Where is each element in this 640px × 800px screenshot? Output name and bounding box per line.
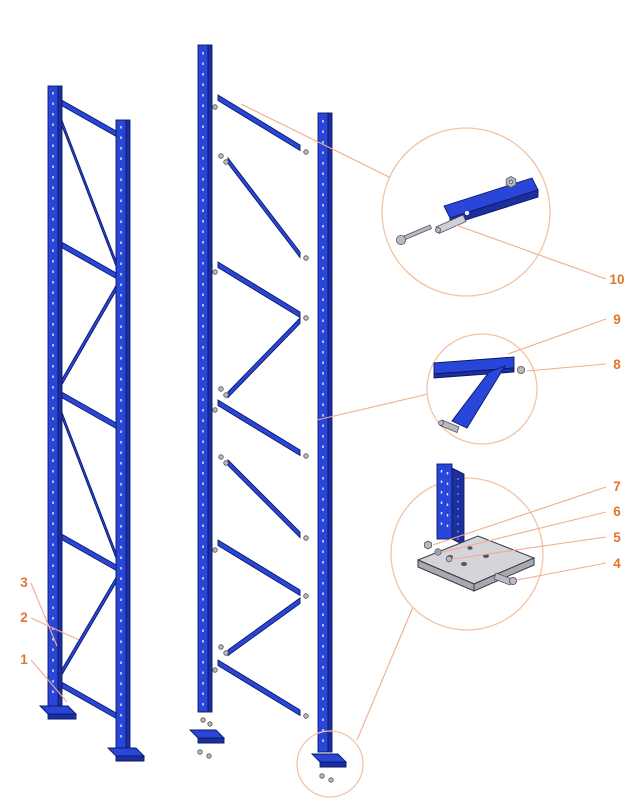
base-plate-edge (319, 761, 347, 768)
foot-bolt (207, 721, 213, 727)
base-plate-top (416, 535, 536, 585)
callout-leader-line (240, 103, 390, 178)
label-leader-10 (455, 224, 607, 280)
part-label-5: 5 (613, 530, 621, 545)
corner-pin-end (438, 420, 444, 426)
part-label-3: 3 (20, 575, 28, 590)
base-plate (188, 729, 226, 739)
part-label-7: 7 (613, 479, 621, 494)
label-leader-2 (30, 617, 80, 641)
detail-callout-baseplate (356, 463, 544, 741)
callout-leader-line (356, 606, 414, 741)
horizontal-brace (217, 659, 301, 717)
exploded-frame (188, 44, 364, 798)
label-leader-6 (442, 511, 607, 553)
plate-hole (461, 562, 467, 566)
exploded-bracing (217, 94, 301, 717)
base-plate (38, 705, 78, 715)
washer-icon (445, 555, 453, 563)
plate-hole (467, 546, 473, 550)
assembled-bracing (57, 97, 119, 721)
part-label-6: 6 (613, 504, 621, 519)
assembled-left-post (38, 85, 78, 720)
anchor-nut (197, 749, 203, 755)
brace-bolt-hole (464, 210, 470, 216)
diagonal-brace (57, 280, 119, 394)
foot-bolt (200, 717, 206, 723)
callout-leader-line (316, 393, 429, 421)
base-plate-edge-right (473, 557, 535, 592)
washer-hole (436, 550, 440, 554)
exploded-right-post (310, 112, 348, 783)
horizontal-brace (217, 94, 301, 152)
base-plate-edge (115, 755, 145, 762)
diagonal-brace (227, 458, 301, 539)
detail-circle (426, 333, 538, 445)
anchor-bolt-head (508, 577, 517, 586)
anchor-nut (206, 753, 212, 759)
bolt-head-icon (395, 234, 406, 245)
diagonal-brace (227, 156, 301, 259)
part-label-2: 2 (20, 610, 28, 625)
horizontal-brace (217, 261, 301, 319)
bolt-shaft-icon (403, 224, 433, 241)
detail-callout-corner (316, 333, 538, 445)
diagonal-brace (227, 316, 301, 399)
corner-diagonal-brace (451, 365, 507, 429)
horizontal-brace (217, 399, 301, 457)
part-label-8: 8 (613, 357, 621, 372)
part-label-4: 4 (613, 556, 621, 571)
base-plate (310, 753, 348, 763)
base-plate-edge (197, 737, 225, 744)
label-leader-8 (526, 363, 607, 372)
horizontal-brace (57, 389, 119, 431)
diagonal-brace (57, 572, 119, 684)
detail-callout-hardware (240, 103, 551, 297)
horizontal-brace (57, 97, 119, 139)
part-label-9: 9 (613, 312, 621, 327)
anchor-bolt-shaft (493, 572, 513, 586)
corner-bolt-icon (517, 365, 526, 374)
foot-callout-circle (296, 730, 364, 798)
part-label-1: 1 (20, 652, 28, 667)
label-leader-5 (452, 536, 607, 560)
label-leader-9 (507, 318, 607, 355)
part-label-10: 10 (609, 272, 624, 287)
anchor-nut (328, 777, 334, 783)
base-plate-edge (47, 713, 77, 720)
sleeve-end (434, 226, 441, 233)
diagonal-brace (227, 597, 301, 657)
label-leader-7 (432, 486, 607, 546)
assembled-right-post (106, 119, 146, 762)
upright-column-front (436, 463, 453, 540)
label-leader-4 (516, 562, 607, 581)
nut-hole (508, 179, 514, 185)
nut-icon (424, 540, 432, 550)
part-labels: 3 2 1 10 9 8 7 6 5 4 (20, 224, 625, 703)
label-leader-3 (30, 582, 58, 647)
detail-circle (381, 127, 551, 297)
anchor-nut (319, 773, 325, 779)
label-leader-1 (30, 659, 68, 703)
base-plate (106, 747, 146, 757)
assembled-frame (38, 85, 146, 762)
detail-circle (390, 477, 544, 631)
horizontal-brace (217, 539, 301, 597)
exploded-left-post (188, 44, 226, 759)
